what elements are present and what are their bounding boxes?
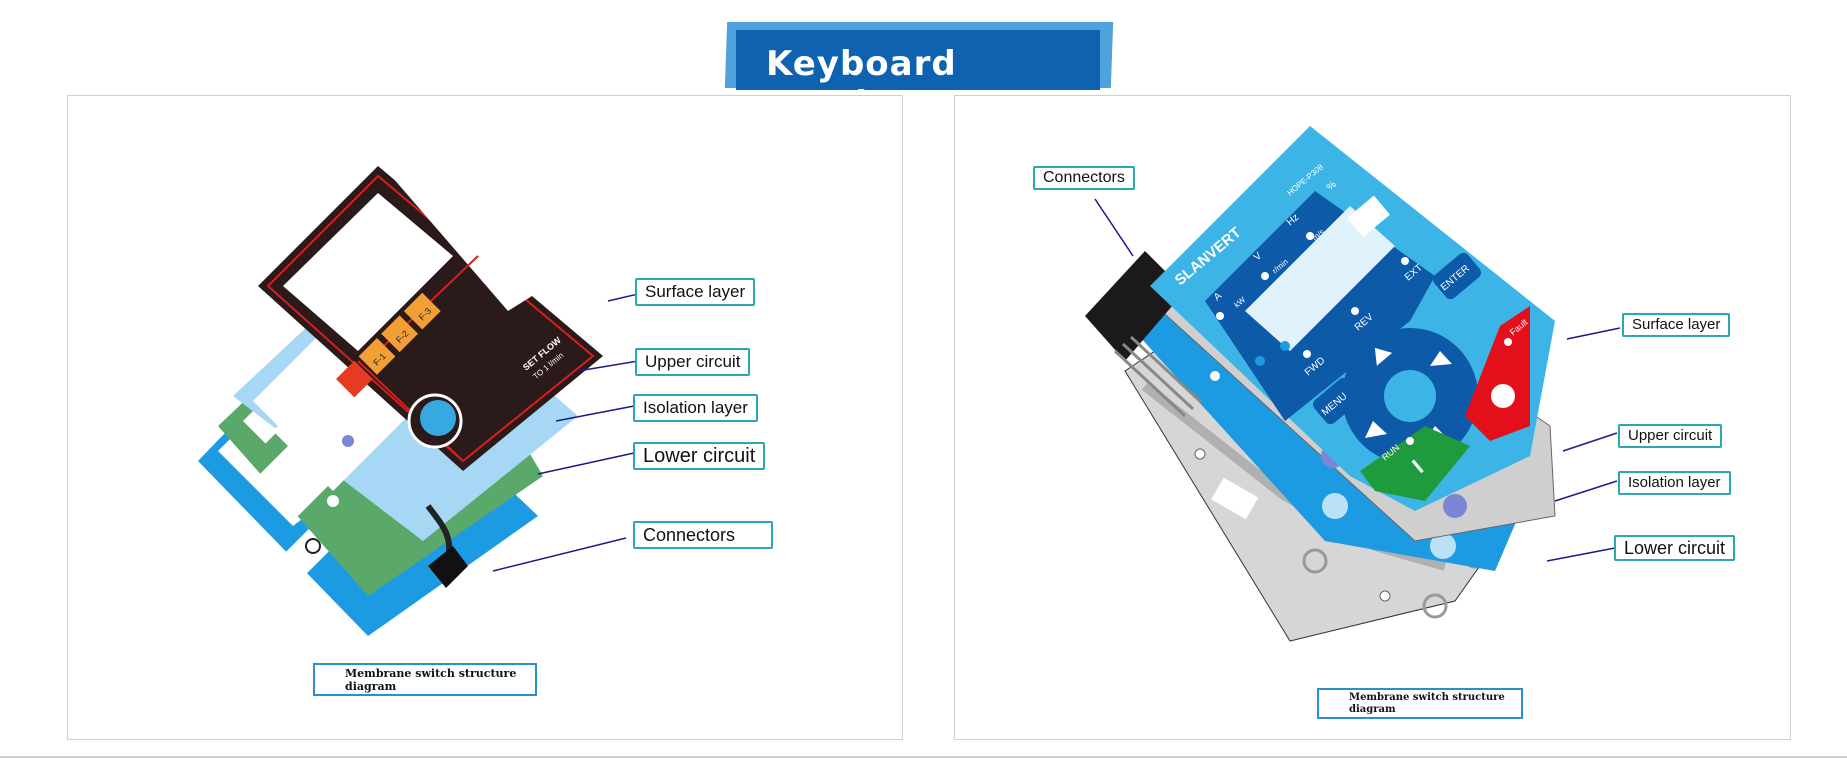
left-surface-layer: F-1 F-2 F-3 SET FLOW TO 1 l/min <box>258 166 603 471</box>
right-exploded-diagram: I SLANVERT HOPE-P308 A V Hz % kW r/min m… <box>1085 126 1621 642</box>
right-caption-line1: Membrane switch structure <box>1349 692 1505 703</box>
right-label-isolation-layer: Isolation layer <box>1618 471 1731 495</box>
title-banner-box: Keyboard overlay <box>736 30 1100 124</box>
left-label-isolation-layer: Isolation layer <box>633 394 758 422</box>
left-label-connectors: Connectors <box>633 521 773 549</box>
left-caption-line1: Membrane switch structure <box>345 667 517 680</box>
right-label-surface-layer: Surface layer <box>1622 313 1731 337</box>
left-connector-tail <box>425 504 468 588</box>
right-surface-layer: I SLANVERT HOPE-P308 A V Hz % kW r/min m… <box>1150 126 1555 511</box>
left-label-lower-circuit: Lower circuit <box>633 442 766 470</box>
title-banner: Keyboard overlay <box>724 22 1114 124</box>
right-caption-line2: diagram <box>1349 704 1396 715</box>
right-panel: I SLANVERT HOPE-P308 A V Hz % kW r/min m… <box>954 95 1791 740</box>
left-panel: F-1 F-2 F-3 SET FLOW TO 1 l/min Surface … <box>67 95 903 740</box>
right-leader-lines <box>1094 198 1621 562</box>
footer-divider <box>0 756 1847 758</box>
left-label-upper-circuit: Upper circuit <box>635 348 751 376</box>
left-caption-line2: diagram <box>345 680 397 693</box>
left-exploded-diagram: F-1 F-2 F-3 SET FLOW TO 1 l/min <box>198 166 639 636</box>
left-caption: Membrane switch structure diagram <box>313 663 537 696</box>
left-leader-lines <box>492 293 639 572</box>
left-label-surface-layer: Surface layer <box>635 278 756 306</box>
right-caption: Membrane switch structure diagram <box>1317 688 1523 719</box>
right-label-upper-circuit: Upper circuit <box>1618 424 1723 448</box>
right-label-connectors: Connectors <box>1033 166 1135 190</box>
right-label-lower-circuit: Lower circuit <box>1614 535 1736 561</box>
